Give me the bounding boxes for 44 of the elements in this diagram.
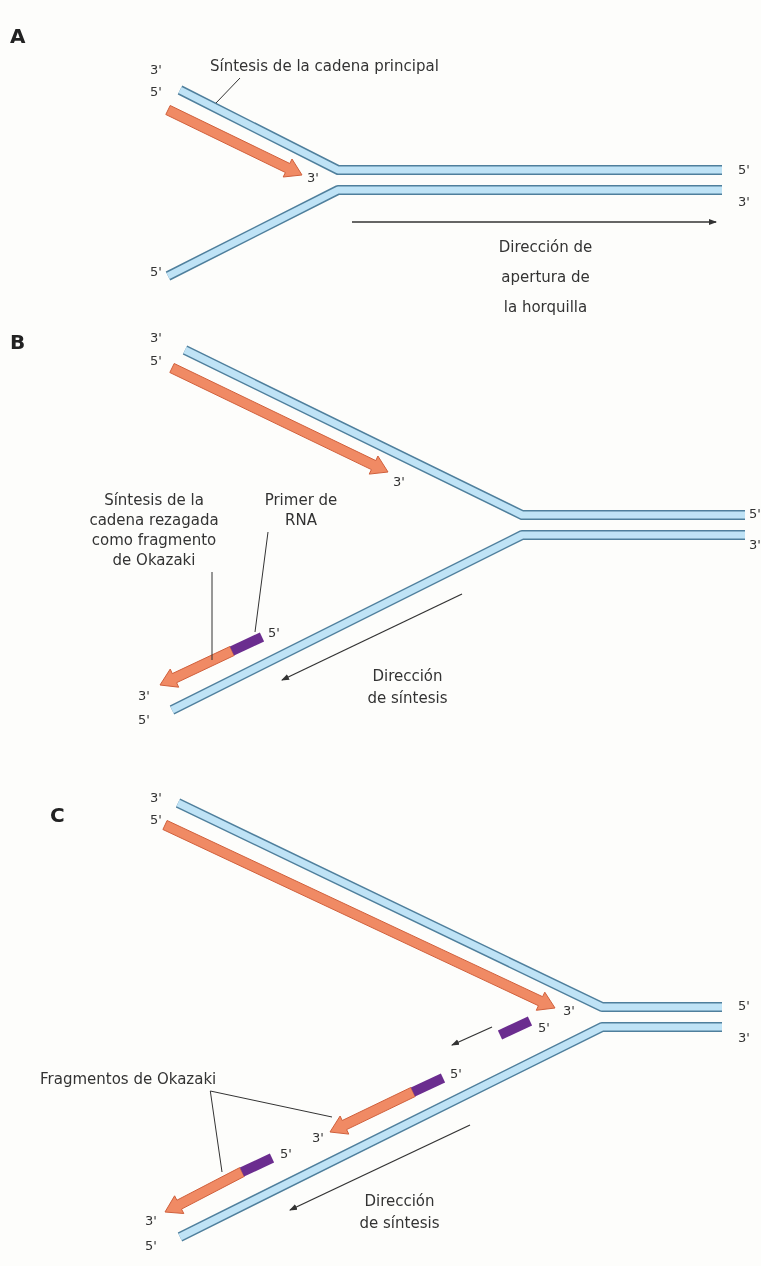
leader-line (209, 1090, 223, 1173)
end-label: 5' (145, 1238, 157, 1253)
end-label: 5' (450, 1066, 462, 1081)
end-label: 3' (393, 474, 405, 489)
annotation-text: Fragmentos de Okazaki (40, 1069, 217, 1089)
end-label: 3' (749, 537, 761, 552)
leader-line (254, 531, 269, 633)
end-label: 3' (307, 170, 319, 185)
end-label: 5' (749, 506, 761, 521)
end-label: 3' (738, 194, 750, 209)
end-label: 5' (738, 998, 750, 1013)
end-label: 5' (150, 84, 162, 99)
end-label: 5' (150, 812, 162, 827)
rna-primer (229, 632, 265, 656)
end-label: 3' (738, 1030, 750, 1045)
end-label: 3' (145, 1213, 157, 1228)
annotation-text: Síntesis de la cadena rezagada como fragmento de Okazaki (80, 490, 228, 570)
end-label: 3' (150, 330, 162, 345)
end-label: 5' (538, 1020, 550, 1035)
end-label: 3' (150, 790, 162, 805)
leader-line (215, 77, 241, 104)
end-label: 3' (312, 1130, 324, 1145)
end-label: 5' (150, 353, 162, 368)
end-label: 5' (138, 712, 150, 727)
leader-line (211, 571, 213, 661)
new-dna-strand (164, 1167, 245, 1214)
panel-letter: B (10, 332, 26, 352)
direction-label: Dirección de apertura de la horquilla (498, 237, 593, 318)
end-label: 3' (563, 1003, 575, 1018)
new-dna-strand (329, 1087, 416, 1135)
panel-letter: A (10, 26, 26, 46)
end-label: 3' (150, 62, 162, 77)
direction-label: Dirección de síntesis (358, 1191, 441, 1234)
end-label: 5' (738, 162, 750, 177)
end-label: 5' (150, 264, 162, 279)
end-label: 5' (280, 1146, 292, 1161)
new-dna-strand (159, 646, 235, 688)
end-label: 3' (138, 688, 150, 703)
direction-label: Dirección de síntesis (366, 666, 449, 709)
leader-line (209, 1090, 333, 1118)
annotation-text: Primer de RNA (262, 490, 340, 530)
end-label: 5' (268, 625, 280, 640)
annotation-text: Síntesis de la cadena principal (210, 56, 439, 76)
panel-letter: C (50, 805, 65, 825)
